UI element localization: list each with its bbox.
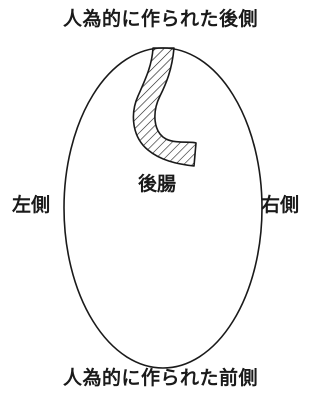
hindgut-shape [132,47,197,167]
anterior-label: 人為的に作られた前側 [62,367,258,389]
embryo-outline [63,47,263,369]
hindgut-label: 後腸 [138,173,177,195]
posterior-label: 人為的に作られた後側 [62,8,258,30]
right-side-label: 右側 [261,194,300,216]
left-side-label: 左側 [12,194,51,216]
